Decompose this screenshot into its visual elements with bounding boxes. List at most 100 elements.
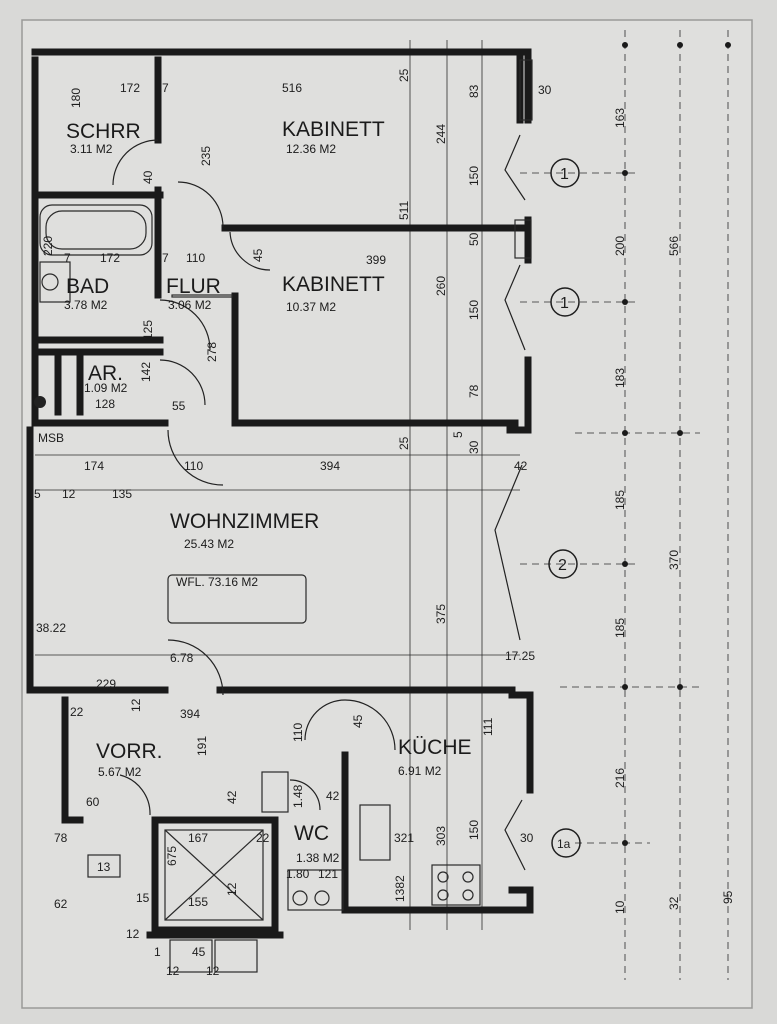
dim-511: 511 xyxy=(397,201,411,220)
dim-375: 375 xyxy=(434,604,448,624)
dim-110-wohn: 110 xyxy=(184,459,203,473)
door-swings xyxy=(112,134,526,871)
dim-216: 216 xyxy=(613,768,627,788)
paper-sheet xyxy=(21,19,753,1009)
dim-150-b: 150 xyxy=(467,300,481,320)
dim-7-top: 7 xyxy=(162,81,169,95)
dim-110-flur: 110 xyxy=(186,251,205,265)
dimension-labels: 172 7 516 30 7 172 7 110 399 128 55 174 … xyxy=(34,81,552,978)
dim-45-flur: 45 xyxy=(251,248,265,262)
dim-185-b: 185 xyxy=(613,618,627,638)
dim-566: 566 xyxy=(667,236,681,256)
dim-229: 229 xyxy=(96,677,116,691)
axis-marker-2: 2 xyxy=(558,557,567,574)
dim-172-bad: 172 xyxy=(100,251,120,265)
dim-135: 135 xyxy=(112,487,132,501)
dim-675: 675 xyxy=(165,846,179,866)
room-area-wc: 1.38 M2 xyxy=(296,851,340,865)
room-labels: SCHRR 3.11 M2 KABINETT 12.36 M2 BAD 3.78… xyxy=(38,118,472,874)
dim-12-bottom-a: 12 xyxy=(166,964,180,978)
room-name-flur: FLUR xyxy=(166,275,221,298)
dim-30-kueche: 30 xyxy=(520,831,534,845)
dim-111: 111 xyxy=(481,717,495,736)
dim-45-kueche: 45 xyxy=(351,714,365,728)
dim-303: 303 xyxy=(434,826,448,846)
dim-220: 220 xyxy=(41,236,55,256)
dim-42-wohn: 42 xyxy=(514,459,528,473)
dim-38-22: 38.22 xyxy=(36,621,66,635)
room-area-kueche: 6.91 M2 xyxy=(398,764,442,778)
dim-155: 155 xyxy=(188,895,208,909)
dim-1-48: 1.48 xyxy=(291,784,305,808)
dim-235: 235 xyxy=(199,146,213,166)
dim-200: 200 xyxy=(613,236,627,256)
dim-142: 142 xyxy=(139,362,153,382)
room-area-kabinett-1: 12.36 M2 xyxy=(286,142,336,156)
dim-42-shaft: 42 xyxy=(225,790,239,804)
dim-30-mid: 30 xyxy=(467,440,481,454)
dim-516: 516 xyxy=(282,81,302,95)
dim-244: 244 xyxy=(434,124,448,144)
room-name-bad: BAD xyxy=(66,275,109,298)
dim-78-right: 78 xyxy=(467,384,481,398)
dim-30-top: 30 xyxy=(538,83,552,97)
dim-78-vorr: 78 xyxy=(54,831,68,845)
dim-128: 128 xyxy=(95,397,115,411)
dim-172-top: 172 xyxy=(120,81,140,95)
unit-number: 13 xyxy=(97,860,111,874)
dim-1382: 1382 xyxy=(393,875,407,902)
room-name-kabinett-1: KABINETT xyxy=(282,118,385,141)
dim-60: 60 xyxy=(86,795,100,809)
dim-22-vorr: 22 xyxy=(70,705,84,719)
axis-marker-1-circle xyxy=(550,158,580,188)
dim-167: 167 xyxy=(188,831,208,845)
axis-marker-2-circle xyxy=(548,549,578,579)
axis-marker-1b: 1 xyxy=(560,295,569,312)
dim-22-shaft: 22 xyxy=(256,831,270,845)
dim-83: 83 xyxy=(467,84,481,98)
room-name-vorr: VORR. xyxy=(96,740,163,763)
dim-1-80: 1.80 xyxy=(286,867,310,881)
axis-marker-1a-circle xyxy=(551,828,581,858)
dim-15: 15 xyxy=(136,891,150,905)
dim-394-wohn: 394 xyxy=(320,459,340,473)
axis-marker-1b-circle xyxy=(550,287,580,317)
dim-17-25: 17.25 xyxy=(505,649,535,663)
dim-12-bottom-c: 12 xyxy=(126,927,140,941)
room-area-flur: 3.06 M2 xyxy=(168,298,212,312)
axis-markers: 1 1 2 1a xyxy=(548,158,581,858)
details xyxy=(34,59,533,973)
room-name-kueche: KÜCHE xyxy=(398,736,472,759)
dim-121: 121 xyxy=(318,867,338,881)
dim-12-bottom-b: 12 xyxy=(206,964,220,978)
dim-12-shaft: 12 xyxy=(225,882,239,896)
dim-321: 321 xyxy=(394,831,414,845)
dim-183: 183 xyxy=(613,368,627,388)
msb-label: MSB xyxy=(38,431,64,445)
dim-7-bad: 7 xyxy=(64,251,71,265)
dim-370: 370 xyxy=(667,550,681,570)
room-area-ar: 1.09 M2 xyxy=(84,381,128,395)
dim-45-bottom: 45 xyxy=(192,945,206,959)
dim-394-vorr: 394 xyxy=(180,707,200,721)
dim-62: 62 xyxy=(54,897,68,911)
room-area-bad: 3.78 M2 xyxy=(64,298,108,312)
room-name-schrr: SCHRR xyxy=(66,120,141,143)
room-name-kabinett-2: KABINETT xyxy=(282,273,385,296)
dim-6-78: 6.78 xyxy=(170,651,194,665)
dim-185-a: 185 xyxy=(613,490,627,510)
dim-55: 55 xyxy=(172,399,186,413)
room-name-wc: WC xyxy=(294,822,329,845)
room-area-schrr: 3.11 M2 xyxy=(70,142,113,156)
dim-399: 399 xyxy=(366,253,386,267)
dimension-dots xyxy=(622,42,731,846)
dim-180: 180 xyxy=(69,88,83,108)
dim-50: 50 xyxy=(467,232,481,246)
dim-7-flur: 7 xyxy=(162,251,169,265)
dim-12-vorr: 12 xyxy=(129,698,143,712)
dim-174: 174 xyxy=(84,459,104,473)
dim-42-wc: 42 xyxy=(326,789,340,803)
room-area-vorr: 5.67 M2 xyxy=(98,765,142,779)
dim-95: 95 xyxy=(721,890,735,904)
